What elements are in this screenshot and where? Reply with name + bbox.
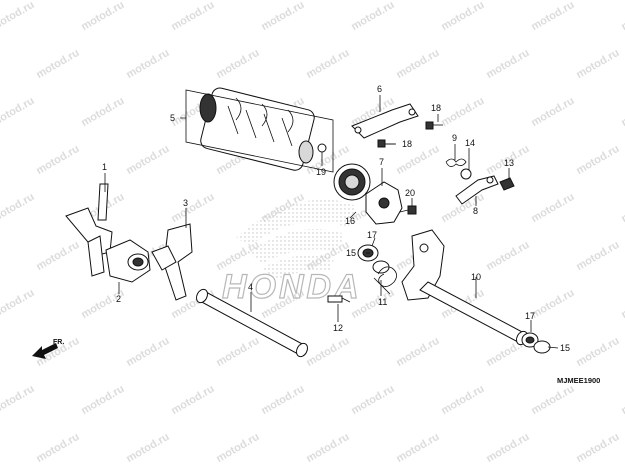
callout-13: 13: [504, 158, 514, 168]
callout-17a: 17: [367, 230, 377, 240]
oil-seal-17b: [521, 332, 539, 348]
drum-center: [365, 181, 403, 225]
callout-20: 20: [405, 188, 415, 198]
callout-11: 11: [378, 297, 387, 307]
bearing: [333, 163, 371, 201]
bolt-20: [399, 205, 417, 215]
callout-6: 6: [377, 84, 382, 94]
callout-14: 14: [465, 138, 475, 148]
callout-17b: 17: [525, 311, 535, 321]
front-direction-arrow: FR.: [32, 339, 64, 359]
callout-labels: 1 2 3 4 5 6 7 8 9 10 11 12 13 14 15 15 1…: [102, 84, 570, 353]
gearshift-spindle: [401, 229, 529, 346]
diagram-code: MJMEE1900: [557, 376, 600, 385]
washer-15b: [533, 340, 551, 354]
honda-wing-emblem: [236, 199, 356, 280]
shift-drum: [199, 87, 327, 171]
fork-shaft: [195, 288, 309, 358]
callout-3: 3: [183, 198, 188, 208]
callout-15a: 15: [346, 248, 356, 258]
callout-10: 10: [471, 272, 481, 282]
front-direction-label: FR.: [53, 339, 64, 346]
stopper-spring: [445, 158, 467, 167]
callout-12: 12: [333, 323, 343, 333]
leader-lines: [104, 95, 559, 349]
callout-2: 2: [116, 294, 121, 304]
return-spring: [373, 266, 397, 295]
pin-bolt: [327, 295, 351, 303]
bolt-18b: [377, 139, 395, 148]
shift-fork-1: [65, 183, 113, 277]
stopper-arm: [455, 175, 499, 205]
bolt-18a: [425, 121, 443, 130]
callout-18b: 18: [402, 139, 412, 149]
callout-5: 5: [170, 113, 175, 123]
callout-7: 7: [379, 157, 384, 167]
callout-18a: 18: [431, 103, 441, 113]
drum-bracket: [180, 89, 334, 173]
callout-4: 4: [248, 282, 253, 292]
callout-19: 19: [316, 167, 326, 177]
shift-fork-2: [105, 239, 151, 283]
callout-8: 8: [473, 206, 478, 216]
callout-9: 9: [452, 133, 457, 143]
callout-16: 16: [345, 216, 355, 226]
bolt-13: [499, 177, 515, 191]
callout-1: 1: [102, 162, 107, 172]
callout-15b: 15: [560, 343, 570, 353]
shift-fork-3: [151, 223, 193, 301]
stopper-plate: [351, 103, 419, 139]
collar: [460, 168, 472, 180]
